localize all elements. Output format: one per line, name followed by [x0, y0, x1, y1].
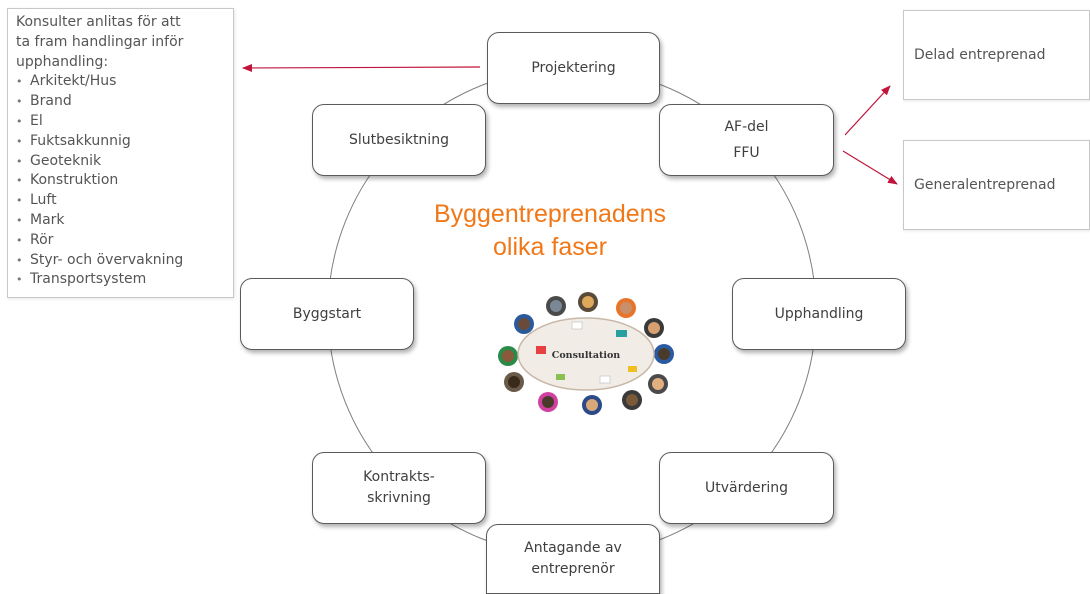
title-line-1: Byggentreprenadens — [433, 200, 667, 228]
consultants-box: Konsulter anlitas för att ta fram handli… — [7, 8, 234, 298]
list-item: Konstruktion — [16, 171, 227, 191]
list-item: Transportsystem — [16, 270, 227, 290]
consultants-intro: Konsulter anlitas för att ta fram handli… — [16, 14, 184, 70]
phase-label: FFU — [733, 144, 760, 161]
phase-label: skrivning — [367, 490, 431, 506]
phase-label: Kontrakts- — [363, 469, 435, 485]
list-item: Arkitekt/Hus — [16, 72, 227, 92]
list-item: Mark — [16, 211, 227, 231]
arrow-to-delad-entreprenad — [844, 85, 891, 136]
list-item: Rör — [16, 231, 227, 251]
phase-label: Slutbesiktning — [349, 131, 449, 148]
generalentreprenad-label: Generalentreprenad — [914, 177, 1056, 193]
phase-slutbesiktning: Slutbesiktning — [312, 104, 486, 176]
phase-byggstart: Byggstart — [240, 278, 414, 350]
arrow-to-consultants — [242, 63, 481, 72]
phase-label: entreprenör — [531, 561, 615, 577]
phase-label: Projektering — [531, 59, 616, 76]
list-item: Geoteknik — [16, 152, 227, 172]
list-item: Brand — [16, 92, 227, 112]
consultation-label: Consultation — [552, 350, 621, 361]
generalentreprenad-box: Generalentreprenad — [903, 140, 1090, 230]
phase-label: Antagande av — [524, 540, 622, 556]
phase-projektering: Projektering — [487, 32, 660, 104]
delad-entreprenad-box: Delad entreprenad — [903, 10, 1090, 100]
phase-upphandling: Upphandling — [732, 278, 906, 350]
diagram-title: Byggentreprenadens olika faser — [400, 198, 700, 264]
phase-af-del: AF-del FFU — [659, 104, 834, 176]
consultants-list: Arkitekt/Hus Brand El Fuktsakkunnig Geot… — [16, 72, 227, 290]
list-item: El — [16, 112, 227, 132]
people-around-table — [498, 292, 674, 415]
phase-label: AF-del — [724, 118, 769, 135]
list-item: Styr- och övervakning — [16, 251, 227, 271]
phase-label: Byggstart — [292, 305, 362, 322]
title-line-2: olika faser — [493, 233, 607, 261]
meeting-table-icon: Consultation — [498, 292, 674, 415]
phase-antagande: Antagande av entreprenör — [486, 524, 660, 594]
list-item: Luft — [16, 191, 227, 211]
phase-kontraktsskrivning: Kontrakts- skrivning — [312, 452, 486, 524]
arrow-to-generalentreprenad — [842, 150, 898, 185]
delad-entreprenad-label: Delad entreprenad — [914, 47, 1046, 63]
phase-utvardering: Utvärdering — [659, 452, 834, 524]
list-item: Fuktsakkunnig — [16, 132, 227, 152]
phase-label: Upphandling — [774, 305, 864, 322]
phase-label: Utvärdering — [704, 479, 788, 496]
